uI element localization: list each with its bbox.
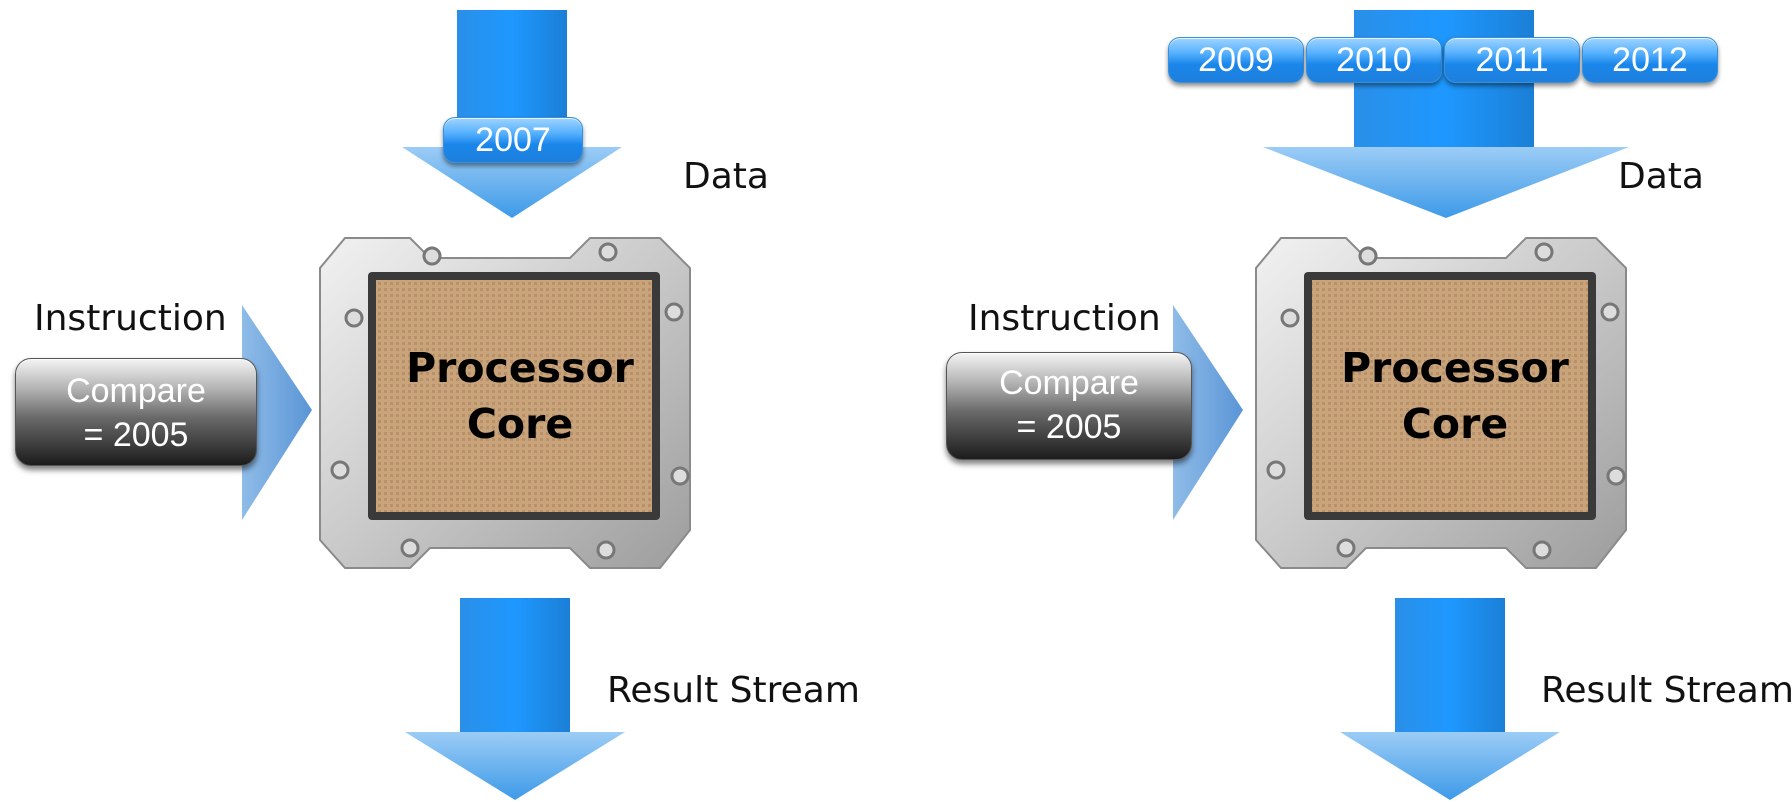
instruction-button: Compare = 2005 — [15, 358, 257, 466]
core-label-line-1: Processor — [1341, 344, 1569, 392]
data-item-pill: 2010 — [1306, 37, 1442, 83]
result-arrow-icon — [1340, 598, 1560, 800]
data-item-pill: 2011 — [1444, 37, 1580, 83]
core-label: Processor Core — [1335, 340, 1575, 452]
instruction-arrow-icon — [1173, 305, 1243, 520]
instruction-button: Compare = 2005 — [946, 352, 1192, 460]
instruction-line-2: = 2005 — [1016, 408, 1122, 446]
left-graphics — [242, 10, 691, 800]
result-arrow-icon — [405, 598, 625, 800]
data-item-pill: 2009 — [1168, 37, 1304, 83]
core-label-line-2: Core — [1401, 400, 1509, 448]
core-label: Processor Core — [400, 340, 640, 452]
panel-single-data: 2007 Data Instruction Compare = 2005 Pro… — [15, 10, 860, 800]
result-stream-label: Result Stream — [607, 670, 860, 711]
result-stream-label: Result Stream — [1541, 670, 1792, 711]
core-label-line-2: Core — [466, 400, 574, 448]
panel-multi-data: 2009 2010 2011 2012 Data Instruction Com… — [896, 0, 1792, 802]
processor-chip-icon — [1255, 237, 1627, 569]
data-label: Data — [683, 156, 769, 197]
instruction-line-1: Compare — [999, 364, 1139, 402]
instruction-arrow-icon — [242, 305, 312, 520]
instruction-line-1: Compare — [66, 372, 206, 410]
core-label-line-1: Processor — [406, 344, 634, 392]
instruction-label: Instruction — [968, 298, 1161, 339]
data-arrow-icon — [402, 10, 622, 218]
instruction-line-2: = 2005 — [83, 416, 189, 454]
processor-chip-icon — [319, 237, 691, 569]
data-item-pill: 2007 — [443, 117, 583, 163]
data-label: Data — [1618, 156, 1704, 197]
instruction-label: Instruction — [34, 298, 227, 339]
data-item-pill: 2012 — [1582, 37, 1718, 83]
